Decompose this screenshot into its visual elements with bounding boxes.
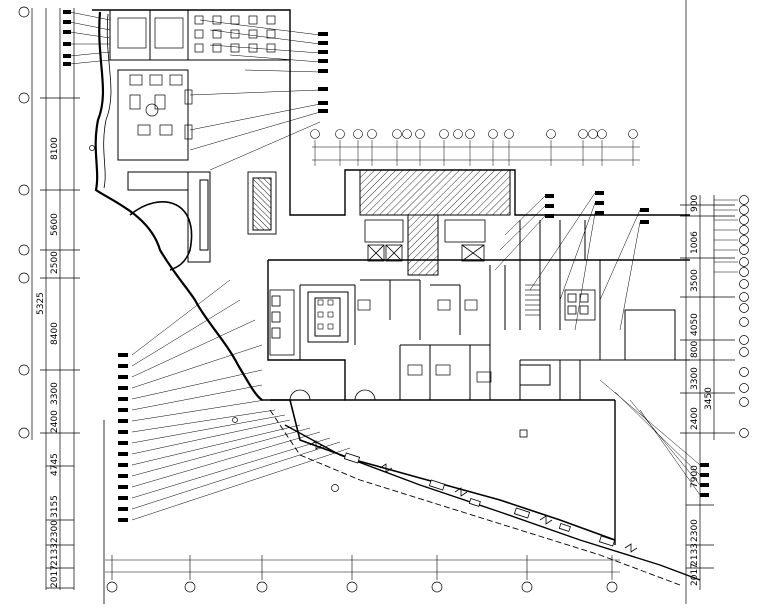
right-dim-1: 1006 bbox=[690, 231, 700, 254]
left-grid-bubbles bbox=[18, 6, 30, 439]
leader-fan-right bbox=[494, 192, 701, 496]
top-grid-ticks bbox=[314, 140, 634, 166]
right-grid-bubbles bbox=[739, 195, 749, 438]
curved-facade-inner bbox=[103, 13, 112, 189]
restaurant-leader-lines bbox=[69, 11, 321, 171]
entrance-doors bbox=[289, 389, 376, 401]
right-dim-11: 2017 bbox=[690, 563, 700, 586]
hatched-core bbox=[359, 169, 511, 216]
right-dimension-labels: 900 1006 3500 4050 800 3300 3450 2400 79… bbox=[690, 195, 714, 586]
right-dim-6: 3450 bbox=[704, 387, 714, 410]
right-dim-7: 2400 bbox=[690, 407, 700, 430]
desks bbox=[357, 299, 492, 383]
restroom-block bbox=[269, 289, 596, 356]
column-markers bbox=[89, 145, 528, 492]
left-dim-9: 2300 bbox=[50, 520, 60, 543]
restaurant-tags bbox=[63, 10, 328, 113]
hatched-core-lower bbox=[407, 214, 439, 276]
dining-tables bbox=[117, 15, 276, 140]
right-dimension-strip bbox=[680, 0, 735, 604]
right-dim-0: 900 bbox=[690, 195, 700, 212]
left-dimension-strip bbox=[31, 8, 80, 590]
left-dim-4: 8400 bbox=[50, 322, 60, 345]
conference-chairs bbox=[317, 299, 334, 330]
left-dim-6: 2400 bbox=[50, 410, 60, 433]
right-dim-2: 3500 bbox=[690, 269, 700, 292]
left-dim-5: 3300 bbox=[50, 382, 60, 405]
leader-tags-right bbox=[545, 191, 709, 497]
bottom-grid-bubbles bbox=[106, 581, 618, 593]
right-dim-8: 7900 bbox=[690, 465, 700, 488]
left-dim-1: 5600 bbox=[50, 213, 60, 236]
left-dimension-labels: 8100 5600 2500 5325 8400 3300 2400 4745 … bbox=[36, 137, 60, 588]
top-grid-axes bbox=[310, 129, 640, 161]
shaft-frame bbox=[247, 171, 277, 235]
hatched-shaft bbox=[252, 177, 272, 231]
leader-fan bbox=[131, 279, 351, 521]
slanted-facade bbox=[262, 399, 701, 586]
right-dim-3: 4050 bbox=[690, 313, 700, 336]
right-dim-5: 3300 bbox=[690, 367, 700, 390]
left-dim-10: 2133 bbox=[50, 543, 60, 566]
interior-partitions bbox=[299, 220, 690, 400]
facade-break-marks bbox=[309, 440, 638, 553]
leader-tags-left bbox=[118, 353, 128, 522]
left-dim-8: 3155 bbox=[50, 495, 60, 518]
core-block bbox=[267, 169, 690, 545]
left-dim-0: 8100 bbox=[50, 137, 60, 160]
left-dim-3: 5325 bbox=[36, 292, 46, 315]
stair-treads bbox=[525, 284, 540, 316]
left-dim-2: 2500 bbox=[50, 251, 60, 274]
elevator-cabs bbox=[364, 219, 486, 262]
right-dim-10: 2133 bbox=[690, 543, 700, 566]
facade-window-units bbox=[343, 452, 616, 547]
right-dim-4: 800 bbox=[690, 341, 700, 358]
arc-wall bbox=[129, 201, 193, 271]
left-dim-11: 2017 bbox=[50, 565, 60, 588]
right-grid-ticks bbox=[714, 199, 738, 273]
right-dim-9: 2300 bbox=[690, 519, 700, 542]
left-dim-7: 4745 bbox=[50, 453, 60, 476]
bottom-grid-axes bbox=[105, 555, 620, 580]
curved-facade bbox=[94, 11, 263, 401]
